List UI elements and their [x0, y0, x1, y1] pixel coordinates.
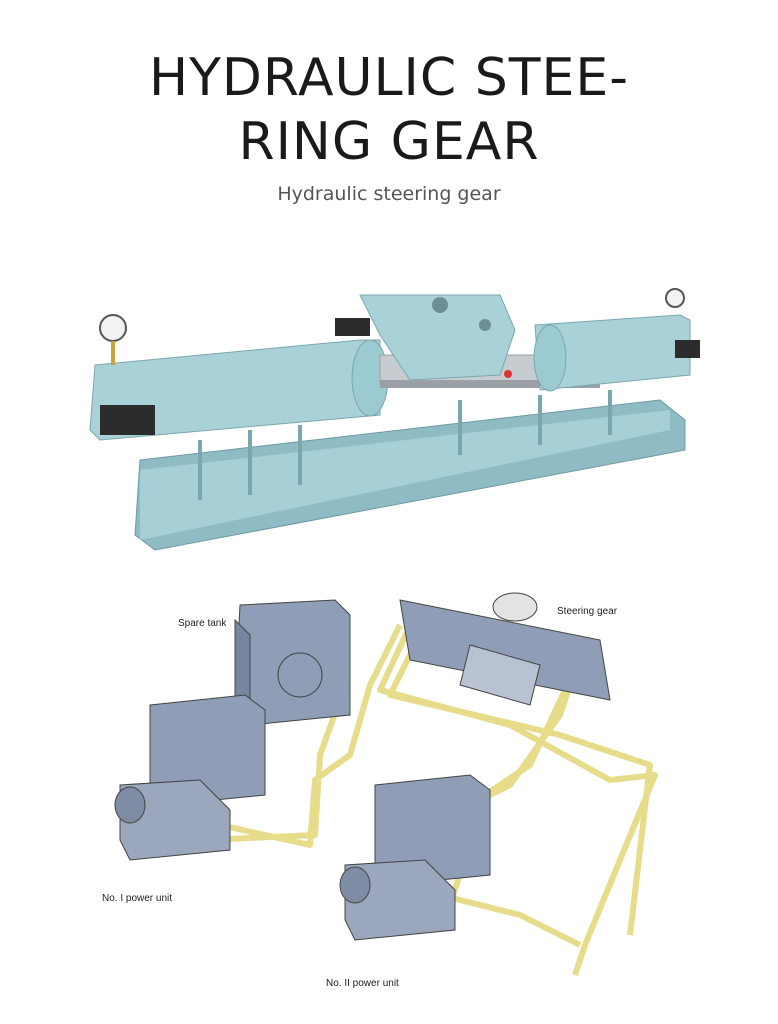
steering-gear-photo [89, 288, 700, 551]
label-power-unit-1: No. I power unit [102, 893, 173, 904]
page-title-line-2: RING GEAR [238, 112, 540, 172]
page-subtitle: Hydraulic steering gear [277, 183, 501, 205]
hydraulic-system-diagram [114, 592, 658, 976]
label-spare-tank: Spare tank [178, 618, 227, 629]
label-power-unit-2: No. II power unit [326, 978, 399, 989]
page-title-line-1: HYDRAULIC STEE- [149, 48, 629, 108]
label-steering-gear: Steering gear [557, 606, 618, 617]
